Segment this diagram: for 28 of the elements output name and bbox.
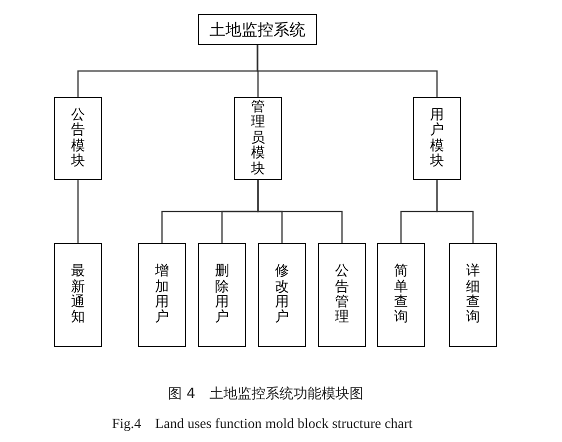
module-label: 删除用户 [215, 264, 229, 326]
module-box [198, 14, 317, 45]
module-box [258, 243, 306, 347]
module-box [318, 243, 366, 347]
module-label: 公告管理 [335, 264, 349, 326]
connector-line [77, 180, 79, 243]
module-box [449, 243, 497, 347]
module-label: 修改用户 [275, 264, 289, 326]
module-label: 简单查询 [394, 264, 408, 326]
connector-line [257, 180, 343, 243]
module-label: 最新通知 [71, 264, 85, 326]
connector-line [436, 180, 474, 243]
english-caption: Fig.4 Land uses function mold block structure chart [112, 416, 413, 434]
module-box [198, 243, 246, 347]
module-label: 详细查询 [466, 264, 480, 326]
module-box [413, 97, 461, 180]
module-label: 土地监控系统 [210, 18, 306, 40]
figure-caption: 图 4 土地监控系统功能模块图 [168, 385, 364, 404]
module-box [54, 97, 102, 180]
connector-line [256, 45, 438, 97]
module-label: 公告模块 [71, 108, 85, 170]
module-label: 用户模块 [430, 108, 444, 170]
module-label: 增加用户 [155, 264, 169, 326]
module-label: 管理员模块 [251, 100, 265, 177]
module-box [377, 243, 425, 347]
module-box [234, 97, 282, 180]
module-box [138, 243, 186, 347]
module-box [54, 243, 102, 347]
